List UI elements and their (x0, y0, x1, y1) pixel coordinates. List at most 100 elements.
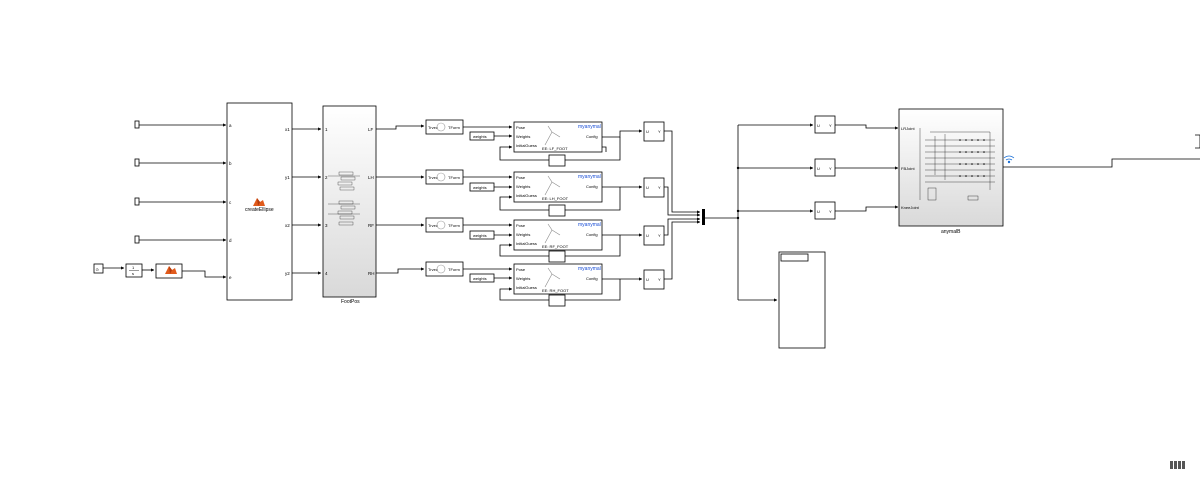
uy-port-u: U (646, 185, 649, 190)
statusbar-icon[interactable] (1170, 461, 1185, 469)
uy-block-rh[interactable] (643, 269, 665, 290)
weights-label: weights (473, 185, 487, 190)
ik-end-effector: EE: LH_FOOT (542, 196, 569, 201)
port-out-y2: y2 (285, 271, 290, 276)
uy-block-lr[interactable] (814, 115, 836, 134)
trvec-label: Trvec (428, 267, 438, 272)
uy-port-u: U (817, 209, 820, 214)
anymal-port-lr: LRJoint (901, 126, 915, 131)
footpos-out-rf: RF (368, 223, 374, 228)
ik-port-initialguess: InitialGuess (516, 143, 537, 148)
wifi-icon (1003, 155, 1015, 164)
memory-block-lf[interactable] (548, 154, 566, 167)
port-in-a: a (229, 123, 232, 128)
tform-label: TForm (448, 125, 460, 130)
uy-port-u: U (646, 233, 649, 238)
uy-port-y: Y (829, 209, 832, 214)
rigid-body-icon (544, 175, 561, 196)
anymal-dots (959, 139, 985, 177)
rigid-body-icon (544, 267, 561, 288)
leg-row-rh: Trvec TForm weights Pose Weights Initial… (376, 220, 701, 307)
clock-block[interactable] (93, 263, 104, 274)
uy-block-lh[interactable] (643, 177, 665, 198)
memory-block-rf[interactable] (548, 250, 566, 263)
input-block-3[interactable] (134, 197, 140, 206)
weights-label: weights (473, 134, 487, 139)
uy-port-y: Y (829, 166, 832, 171)
port-in-b: b (229, 161, 232, 166)
ik-port-weights: Weights (516, 134, 530, 139)
trvec-label: Trvec (428, 175, 438, 180)
uy-block-knee[interactable] (814, 201, 836, 220)
uy-port-u: U (646, 277, 649, 282)
port-out-x2: x2 (285, 223, 290, 228)
tform-label: TForm (448, 267, 460, 272)
footpos-block[interactable]: 1 2 3 4 LF LH RF RH (322, 105, 377, 298)
ik-port-pose: Pose (516, 125, 526, 130)
ik-robot-name: myanymal (578, 222, 601, 228)
port-out-y1: y1 (285, 175, 290, 180)
uy-block-lf[interactable] (643, 121, 665, 142)
weights-label: weights (473, 233, 487, 238)
ik-end-effector: EE: RF_FOOT (542, 244, 569, 249)
ik-port-initialguess: InitialGuess (516, 285, 537, 290)
input-block-4[interactable] (134, 235, 140, 244)
uy-port-y: Y (658, 129, 661, 134)
trvec-label: Trvec (428, 223, 438, 228)
footpos-out-rh: RH (368, 271, 375, 276)
anymalb-block[interactable]: LRJoint FBJoint KneeJoint (898, 108, 1015, 227)
ik-port-pose: Pose (516, 223, 526, 228)
matlab-function-icon (253, 198, 265, 206)
uy-port-u: U (817, 166, 820, 171)
anymalb-title: anymalB (941, 229, 961, 235)
ik-port-config: Config (586, 232, 598, 237)
ik-end-effector: EE: LF_FOOT (542, 146, 568, 151)
port-in-d: d (229, 238, 232, 243)
port-out-x1: x1 (285, 127, 290, 132)
anymal-port-knee: KneeJoint (901, 205, 920, 210)
create-ellipse-block[interactable]: a b c d e x1 y1 x2 y2 createEllipse (226, 102, 293, 301)
ik-port-config: Config (586, 134, 598, 139)
footpos-in-4: 4 (325, 271, 328, 276)
memory-block-rh[interactable] (548, 294, 566, 307)
create-ellipse-title: createEllipse (245, 207, 274, 213)
input-block-1[interactable] (134, 120, 140, 129)
uy-port-y: Y (658, 185, 661, 190)
ik-port-pose: Pose (516, 175, 526, 180)
uy-port-y: Y (658, 233, 661, 238)
uy-block-fb[interactable] (814, 158, 836, 177)
input-block-2[interactable] (134, 158, 140, 167)
footpos-internal-diagram (328, 171, 360, 226)
uy-port-y: Y (658, 277, 661, 282)
leg-row-lf: Trvec TForm weights Pose Weights Initial… (376, 119, 701, 214)
ik-port-config: Config (586, 184, 598, 189)
mux-block[interactable] (702, 209, 705, 225)
memory-block-lh[interactable] (548, 204, 566, 217)
rigid-body-icon (544, 223, 561, 244)
ik-end-effector: EE: RH_FOOT (542, 288, 569, 293)
weights-label: weights (473, 276, 487, 281)
leg-row-rf: Trvec TForm weights Pose Weights Initial… (376, 217, 701, 263)
integrator-denominator: s (132, 271, 134, 276)
ik-robot-name: myanymal (578, 266, 601, 272)
scope-block[interactable] (778, 251, 826, 349)
ik-robot-name: myanymal (578, 124, 601, 130)
footpos-in-3: 3 (325, 223, 328, 228)
footpos-in-1: 1 (325, 127, 328, 132)
leg-row-lh: Trvec TForm weights Pose Weights Initial… (376, 169, 701, 217)
clock-icon: ⊙ (96, 267, 99, 272)
ik-port-config: Config (586, 276, 598, 281)
ik-port-pose: Pose (516, 267, 526, 272)
port-in-e: e (229, 275, 232, 280)
anymal-port-fb: FBJoint (901, 166, 915, 171)
uy-block-rf[interactable] (643, 225, 665, 246)
footpos-out-lh: LH (368, 175, 374, 180)
input-blocks (134, 120, 140, 244)
ik-block-lh[interactable] (513, 171, 603, 203)
ik-port-weights: Weights (516, 232, 530, 237)
port-in-c: c (229, 200, 232, 205)
ik-block-rf[interactable] (513, 219, 603, 251)
tform-label: TForm (448, 223, 460, 228)
uy-port-u: U (817, 123, 820, 128)
